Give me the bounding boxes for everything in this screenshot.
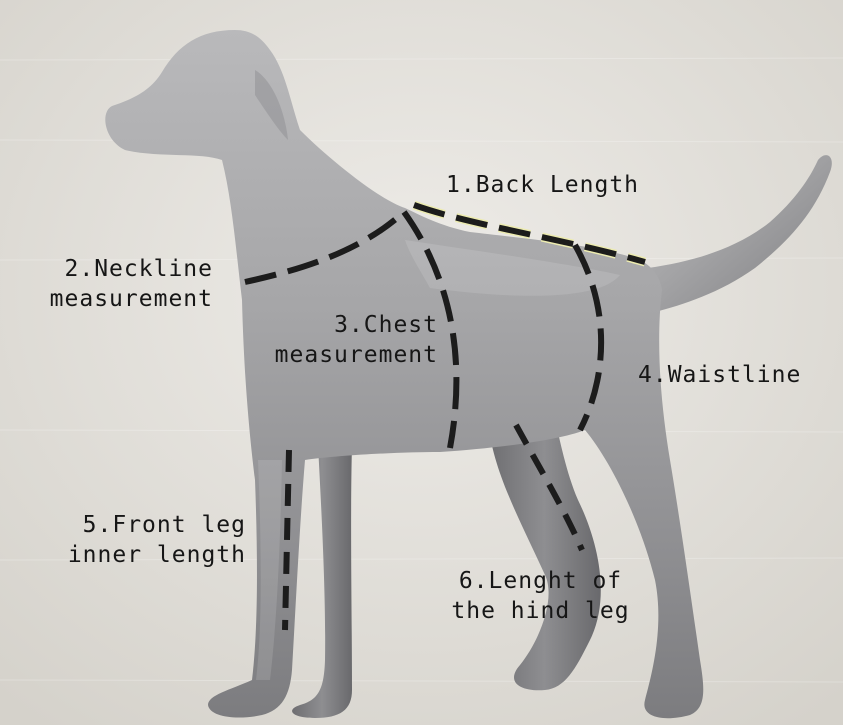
- hind-leg-label: 6.Lenght of the hind leg: [418, 566, 663, 626]
- waistline-label: 4.Waistline: [638, 360, 801, 390]
- neckline-line2-text: measurement: [8, 284, 213, 314]
- front-leg-line1-text: 5.Front leg: [22, 510, 246, 540]
- chest-label: 3.Chest measurement: [232, 310, 438, 370]
- hind-leg-line1-text: 6.Lenght of: [418, 566, 663, 596]
- neckline-label: 2.Neckline measurement: [8, 254, 213, 314]
- chest-line2-text: measurement: [232, 340, 438, 370]
- neckline-line1-text: 2.Neckline: [8, 254, 213, 284]
- hind-leg-line2-text: the hind leg: [418, 596, 663, 626]
- front-leg-label: 5.Front leg inner length: [22, 510, 246, 570]
- back-length-label: 1.Back Length: [446, 170, 639, 200]
- back-length-text: 1.Back Length: [446, 170, 639, 200]
- front-leg-line2-text: inner length: [22, 540, 246, 570]
- chest-line1-text: 3.Chest: [232, 310, 438, 340]
- waistline-text: 4.Waistline: [638, 360, 801, 390]
